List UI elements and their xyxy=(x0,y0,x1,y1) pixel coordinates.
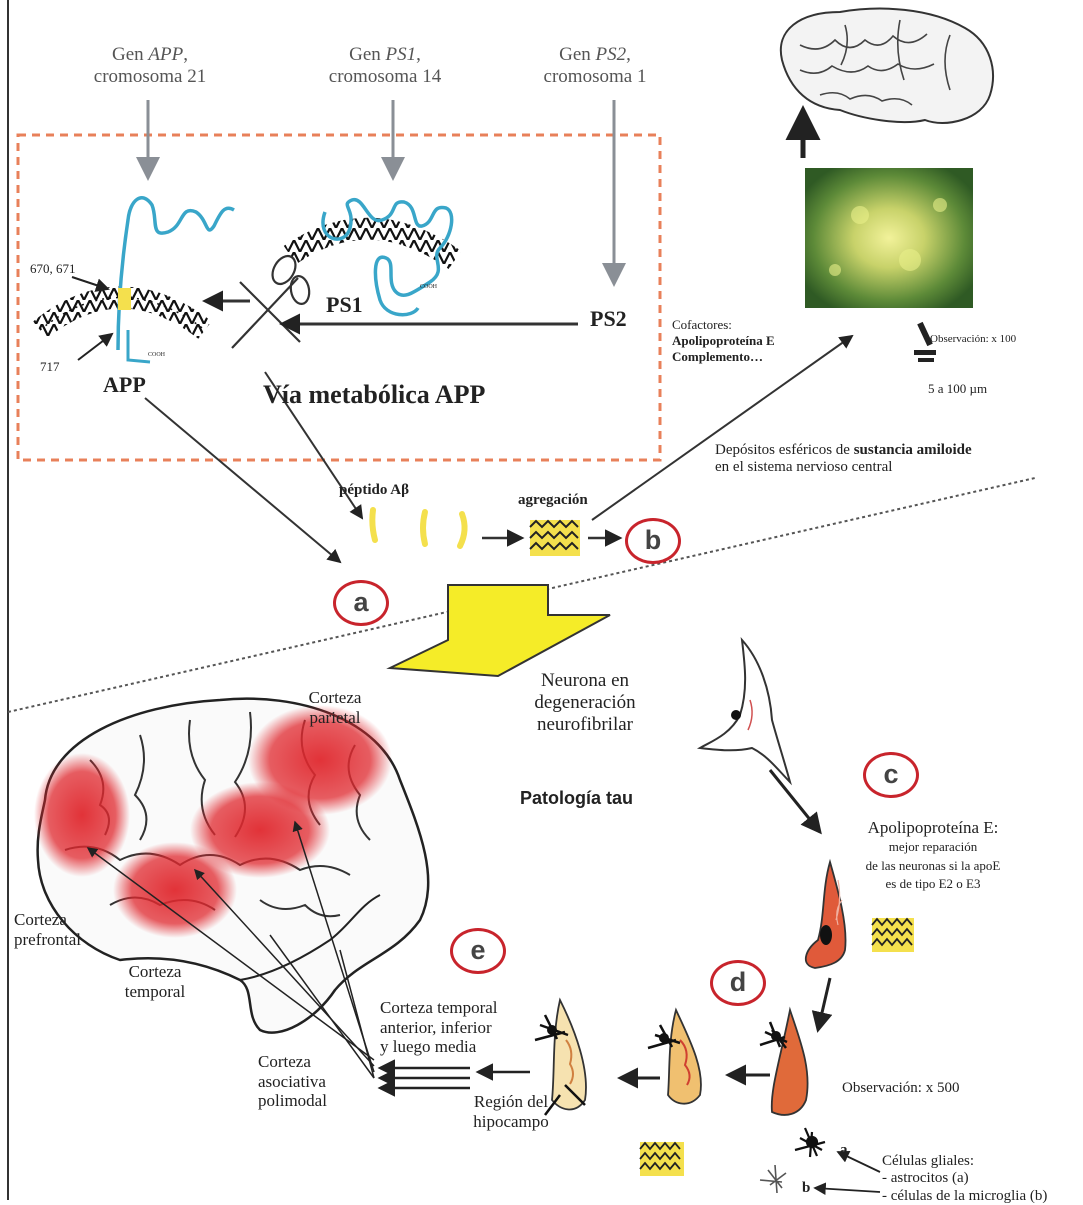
cooh-label-ps1: COOH xyxy=(420,284,437,291)
astrocyte-icon xyxy=(795,1128,825,1157)
peptide-label: péptido Aβ xyxy=(339,482,409,499)
marker-d: d xyxy=(710,960,766,1006)
mutation-label-670: 670, 671 xyxy=(30,262,76,277)
brain-top-icon xyxy=(781,9,993,123)
ps2-label: PS2 xyxy=(590,306,627,331)
observation-500-label: Observación: x 500 xyxy=(842,1080,959,1097)
tangle-icon-bottom xyxy=(640,1142,684,1176)
neuron-top-icon xyxy=(700,640,790,782)
neuron-degenerating-icon xyxy=(806,862,846,968)
observation-100-label: Observación: x 100 xyxy=(930,333,1016,346)
aggregate-icon xyxy=(530,520,580,556)
apoe-label: Apolipoproteína E: mejor reparación de l… xyxy=(848,818,1018,894)
glial-b-label: b xyxy=(802,1180,810,1197)
hippocampus-label: Región delhipocampo xyxy=(466,1092,556,1131)
ps1-label: PS1 xyxy=(326,292,363,317)
gene-ps1-label: Gen PS1, cromosoma 14 xyxy=(315,44,455,88)
abeta-peptides xyxy=(372,510,464,546)
microglia-icon xyxy=(760,1165,786,1193)
pathway-title: Vía metabólica APP xyxy=(263,380,485,410)
abeta-segment xyxy=(118,288,131,310)
parietal-cortex-label: Cortezaparietal xyxy=(300,688,370,727)
temporal-anterior-label: Corteza temporalanterior, inferiory lueg… xyxy=(380,998,498,1057)
temporal-cortex-label: Cortezatemporal xyxy=(115,962,195,1001)
arrow-to-marker-a xyxy=(145,398,340,562)
gene-app-label: Gen APP, cromosoma 21 xyxy=(80,44,220,88)
tau-title: Patología tau xyxy=(520,788,633,809)
size-range-label: 5 a 100 µm xyxy=(928,382,987,397)
lesion-prefrontal xyxy=(34,753,130,877)
amyloid-plaque-image xyxy=(805,168,973,308)
prefrontal-cortex-label: Cortezaprefrontal xyxy=(14,910,81,949)
associative-cortex-label: Cortezaasociativapolimodal xyxy=(258,1052,327,1111)
cofactors-heading: Cofactores: xyxy=(672,318,732,333)
deposits-label: Depósitos esféricos de sustancia amiloid… xyxy=(715,442,972,477)
ps1-membrane-icon xyxy=(290,229,455,260)
app-label: APP xyxy=(103,372,146,397)
cofactor-complement: Complemento… xyxy=(672,350,763,365)
cooh-label-app: COOH xyxy=(148,352,165,359)
glial-cells-label: Células gliales: - astrocitos (a) - célu… xyxy=(882,1153,1047,1205)
tangle-icon-c xyxy=(872,918,914,952)
neuron-degeneration-label: Neurona en degeneración neurofibrilar xyxy=(505,670,665,736)
gene-ps2-label: Gen PS2, cromosoma 1 xyxy=(525,44,665,88)
marker-a: a xyxy=(333,580,389,626)
marker-c: c xyxy=(863,752,919,798)
glial-a-label: a xyxy=(840,1142,848,1159)
app-protein-chain xyxy=(118,198,234,350)
neuron-middle-icon xyxy=(648,1010,701,1104)
neuron-d-icon xyxy=(760,1010,808,1115)
mutation-label-717: 717 xyxy=(40,360,60,375)
cofactor-apoe: Apolipoproteína E xyxy=(672,334,775,349)
aggregation-label: agregación xyxy=(518,492,588,509)
marker-e: e xyxy=(450,928,506,974)
neuron-degeneration-arrow xyxy=(390,585,610,676)
marker-b: b xyxy=(625,518,681,564)
